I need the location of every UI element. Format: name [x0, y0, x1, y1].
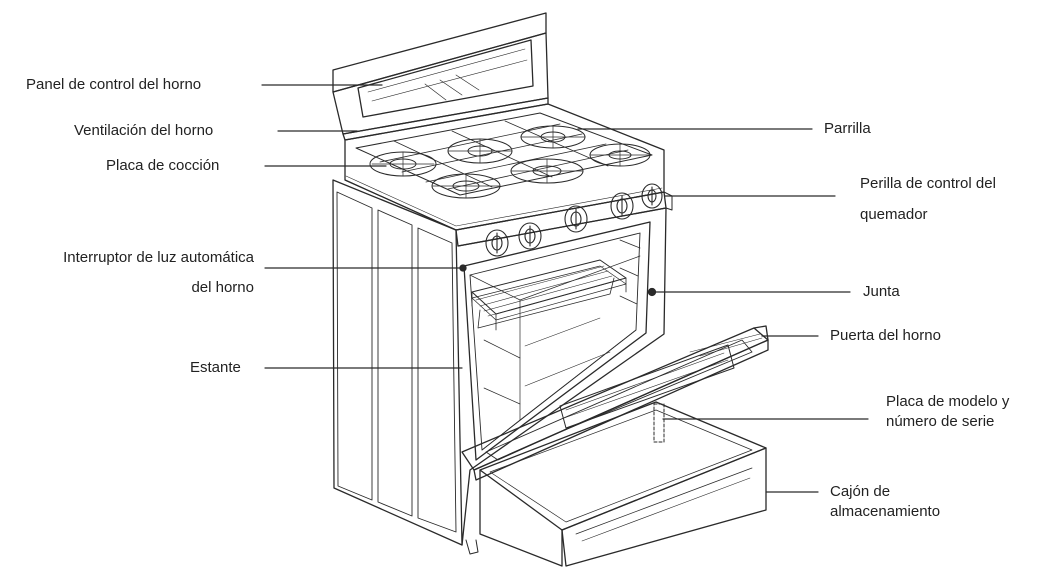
- junta-pointer-dot: [647, 287, 657, 297]
- label-junta: Junta: [863, 283, 900, 300]
- label-placa-modelo-line2: número de serie: [886, 413, 995, 430]
- oven-rack: [471, 259, 627, 331]
- label-interruptor-luz-line2: del horno: [191, 279, 254, 296]
- label-puerta-horno: Puerta del horno: [830, 327, 941, 344]
- backguard: [332, 12, 549, 141]
- label-panel-control-horno: Panel de control del horno: [26, 76, 202, 93]
- label-placa-coccion: Placa de cocción: [106, 157, 220, 174]
- label-perilla-control-line1: Perilla de control del: [860, 175, 996, 192]
- leader-lines: [261, 84, 869, 493]
- label-interruptor-luz-line1: Interruptor de luz automática: [63, 249, 254, 266]
- label-cajon-line1: Cajón de: [830, 483, 891, 500]
- burner-grates: [355, 112, 653, 199]
- oven-cavity: [457, 207, 667, 546]
- label-perilla-control-line2: quemador: [860, 206, 928, 223]
- control-knobs: [485, 183, 663, 257]
- label-placa-modelo-line1: Placa de modelo y: [886, 393, 1010, 410]
- label-ventilacion-horno: Ventilación del horno: [74, 122, 214, 139]
- oven-door: [461, 325, 769, 481]
- storage-drawer: [479, 401, 767, 567]
- label-estante: Estante: [190, 359, 241, 376]
- label-cajon-line2: almacenamiento: [830, 503, 941, 520]
- label-parrilla: Parrilla: [824, 120, 871, 137]
- model-serial-plate: [653, 403, 665, 443]
